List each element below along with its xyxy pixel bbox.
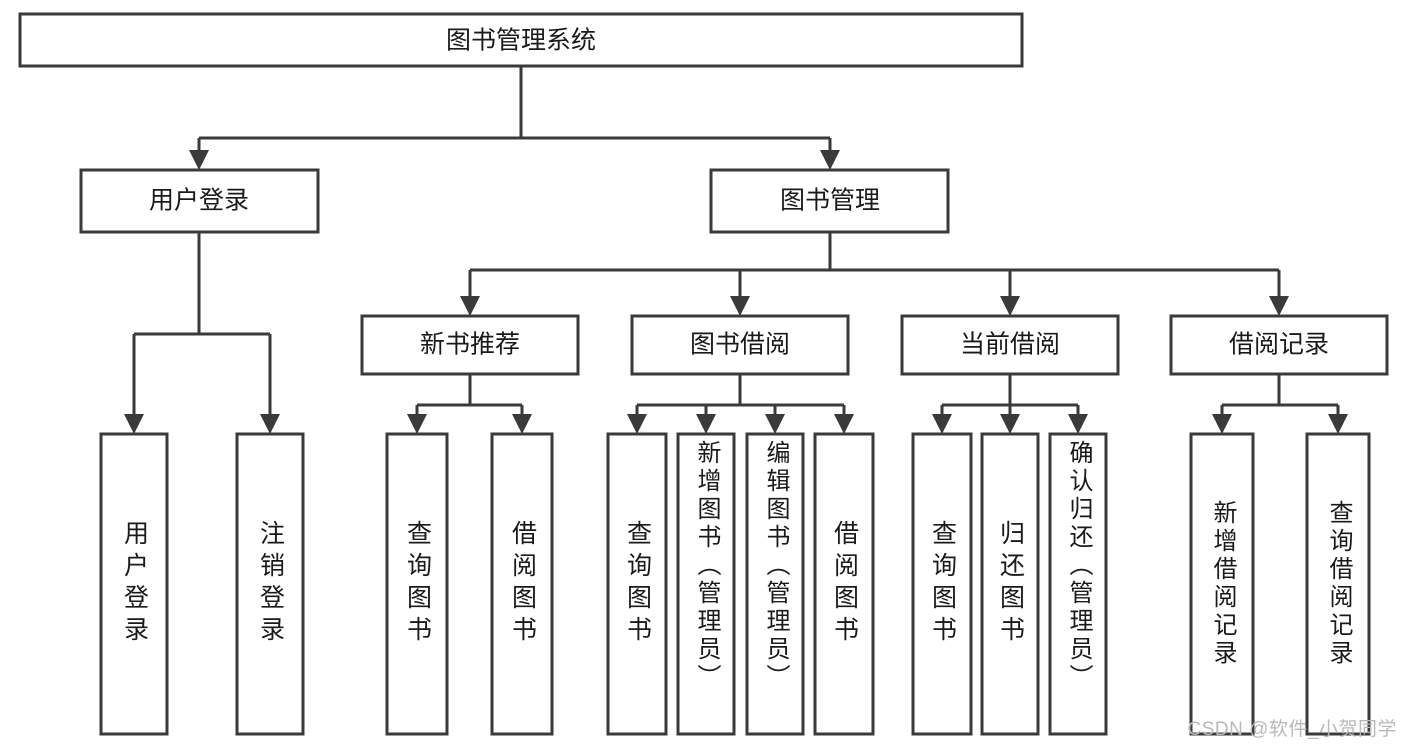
- arrow-head-leaf-logout-login: [260, 414, 280, 434]
- node-leaf-query-book-3-box[interactable]: [911, 432, 973, 736]
- arrow-head-borrow-record: [1269, 296, 1289, 316]
- arrow-head-book-management: [820, 150, 840, 170]
- node-book-borrow-label: 图书借阅: [690, 331, 790, 359]
- arrow-head-user-login: [189, 150, 209, 170]
- node-leaf-borrow-book-1-box[interactable]: [490, 432, 554, 736]
- arrow-head-leaf-query-book-1: [407, 414, 427, 434]
- arrow-head-leaf-borrow-book-2: [834, 414, 854, 434]
- node-leaf-logout-login-box[interactable]: [235, 432, 305, 736]
- arrow-head-leaf-query-book-3: [932, 414, 952, 434]
- node-leaf-edit-book-box[interactable]: [745, 432, 805, 736]
- node-current-borrow-label: 当前借阅: [960, 331, 1060, 359]
- node-new-book-recommend-box[interactable]: [360, 314, 580, 376]
- arrow-head-leaf-confirm-return: [1068, 414, 1088, 434]
- arrow-head-leaf-query-book-2: [627, 414, 647, 434]
- node-borrow-record-label: 借阅记录: [1229, 331, 1329, 359]
- node-leaf-add-record-box[interactable]: [1189, 432, 1255, 736]
- node-current-borrow-box[interactable]: [900, 314, 1120, 376]
- arrow-head-leaf-add-book: [696, 414, 716, 434]
- arrow-head-book-borrow: [730, 296, 750, 316]
- node-leaf-return-book-box[interactable]: [980, 432, 1040, 736]
- arrow-head-leaf-query-record: [1328, 414, 1348, 434]
- node-leaf-query-record-box[interactable]: [1305, 432, 1371, 736]
- connector-group: [124, 66, 1348, 434]
- node-leaf-confirm-return-box[interactable]: [1048, 432, 1108, 736]
- arrow-head-new-book-recommend: [460, 296, 480, 316]
- arrow-head-leaf-add-record: [1212, 414, 1232, 434]
- node-book-management-label: 图书管理: [780, 187, 880, 215]
- arrow-head-leaf-borrow-book-1: [512, 414, 532, 434]
- arrow-head-current-borrow: [1000, 296, 1020, 316]
- node-borrow-record-box[interactable]: [1169, 314, 1389, 376]
- node-leaf-add-book-box[interactable]: [676, 432, 736, 736]
- csdn-watermark: CSDN @软件_小贺同学: [1187, 719, 1397, 740]
- node-user-login-label: 用户登录: [149, 187, 249, 215]
- node-leaf-query-book-1-box[interactable]: [385, 432, 449, 736]
- node-leaf-user-login-box[interactable]: [99, 432, 169, 736]
- node-leaf-query-book-2-box[interactable]: [606, 432, 668, 736]
- node-user-login-box[interactable]: [79, 168, 320, 234]
- arrow-head-leaf-user-login: [124, 414, 144, 434]
- node-root-label: 图书管理系统: [446, 27, 596, 55]
- node-new-book-recommend-label: 新书推荐: [420, 331, 520, 359]
- node-root-box[interactable]: [18, 12, 1024, 68]
- node-book-borrow-box[interactable]: [630, 314, 850, 376]
- arrow-head-leaf-edit-book: [765, 414, 785, 434]
- arrow-head-leaf-return-book: [1000, 414, 1020, 434]
- node-book-management-box[interactable]: [709, 168, 950, 234]
- node-leaf-borrow-book-2-box[interactable]: [813, 432, 875, 736]
